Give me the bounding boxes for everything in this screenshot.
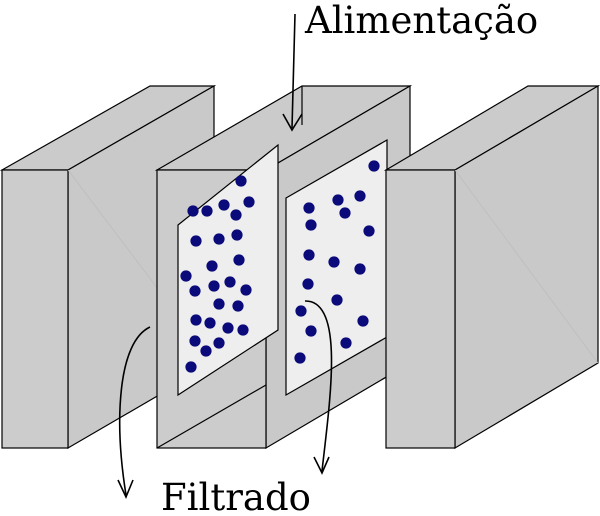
right-plate-shading-line bbox=[454, 169, 599, 364]
right-cloth-particle bbox=[303, 249, 315, 261]
left-cloth-particle bbox=[189, 335, 201, 347]
left-cloth-particle bbox=[190, 314, 202, 326]
left-cloth-particle bbox=[235, 175, 247, 187]
left-cloth-particle bbox=[218, 199, 230, 211]
left-cloth-particle bbox=[185, 361, 197, 373]
right-cloth-particle bbox=[331, 294, 343, 306]
filtrate-label: Filtrado bbox=[161, 476, 311, 516]
right-cloth-particle bbox=[294, 352, 306, 364]
frame-bottom-edge bbox=[156, 384, 267, 449]
left-cloth-particle bbox=[237, 324, 249, 336]
right-cloth-particle bbox=[354, 263, 366, 275]
right-end-plate bbox=[383, 84, 600, 450]
right-cloth-particle bbox=[332, 194, 344, 206]
left-cloth-particle bbox=[233, 254, 245, 266]
right-cloth-particle bbox=[302, 278, 314, 290]
left-cloth-particle bbox=[224, 276, 236, 288]
left-cloth-particle bbox=[200, 345, 212, 357]
filter-cloth-left bbox=[177, 143, 279, 397]
left-plate-front-face bbox=[1, 169, 69, 449]
particles-right-group bbox=[294, 160, 380, 364]
filtrate-arrow-left bbox=[117, 326, 151, 499]
right-cloth-particle bbox=[295, 305, 307, 317]
right-cloth-particle bbox=[305, 219, 317, 231]
right-cloth-particle bbox=[363, 225, 375, 237]
left-cloth-particle bbox=[240, 284, 252, 296]
filter-cloth-right bbox=[285, 138, 388, 397]
left-cloth-particle bbox=[204, 317, 216, 329]
left-cloth-particle bbox=[208, 280, 220, 292]
right-cloth-particle bbox=[303, 202, 315, 214]
left-cloth-particle bbox=[231, 229, 243, 241]
filtrate-arrow-right bbox=[304, 300, 333, 475]
right-cloth-particle bbox=[339, 207, 351, 219]
feed-label: Alimentação bbox=[304, 0, 538, 42]
left-cloth-particle bbox=[201, 205, 213, 217]
left-cloth-particle bbox=[243, 196, 255, 208]
right-cloth-particle bbox=[354, 190, 366, 202]
left-cloth-particle bbox=[187, 205, 199, 217]
feed-arrow bbox=[282, 13, 303, 132]
right-cloth-particle bbox=[328, 256, 340, 268]
right-cloth-particle bbox=[368, 160, 380, 172]
left-cloth-particle bbox=[213, 298, 225, 310]
left-cloth-particle bbox=[222, 322, 234, 334]
particles-left-group bbox=[180, 175, 255, 373]
left-cloth-particle bbox=[230, 209, 242, 221]
right-cloth-particle bbox=[357, 315, 369, 327]
left-cloth-particle bbox=[232, 300, 244, 312]
left-cloth-particle bbox=[180, 270, 192, 282]
right-cloth-particle bbox=[305, 325, 317, 337]
left-cloth-particle bbox=[206, 260, 218, 272]
right-plate-front-face bbox=[385, 169, 456, 449]
left-cloth-particle bbox=[213, 337, 225, 349]
right-cloth-particle bbox=[340, 337, 352, 349]
left-cloth-particle bbox=[213, 233, 225, 245]
left-cloth-particle bbox=[190, 235, 202, 247]
left-cloth-particle bbox=[189, 285, 201, 297]
